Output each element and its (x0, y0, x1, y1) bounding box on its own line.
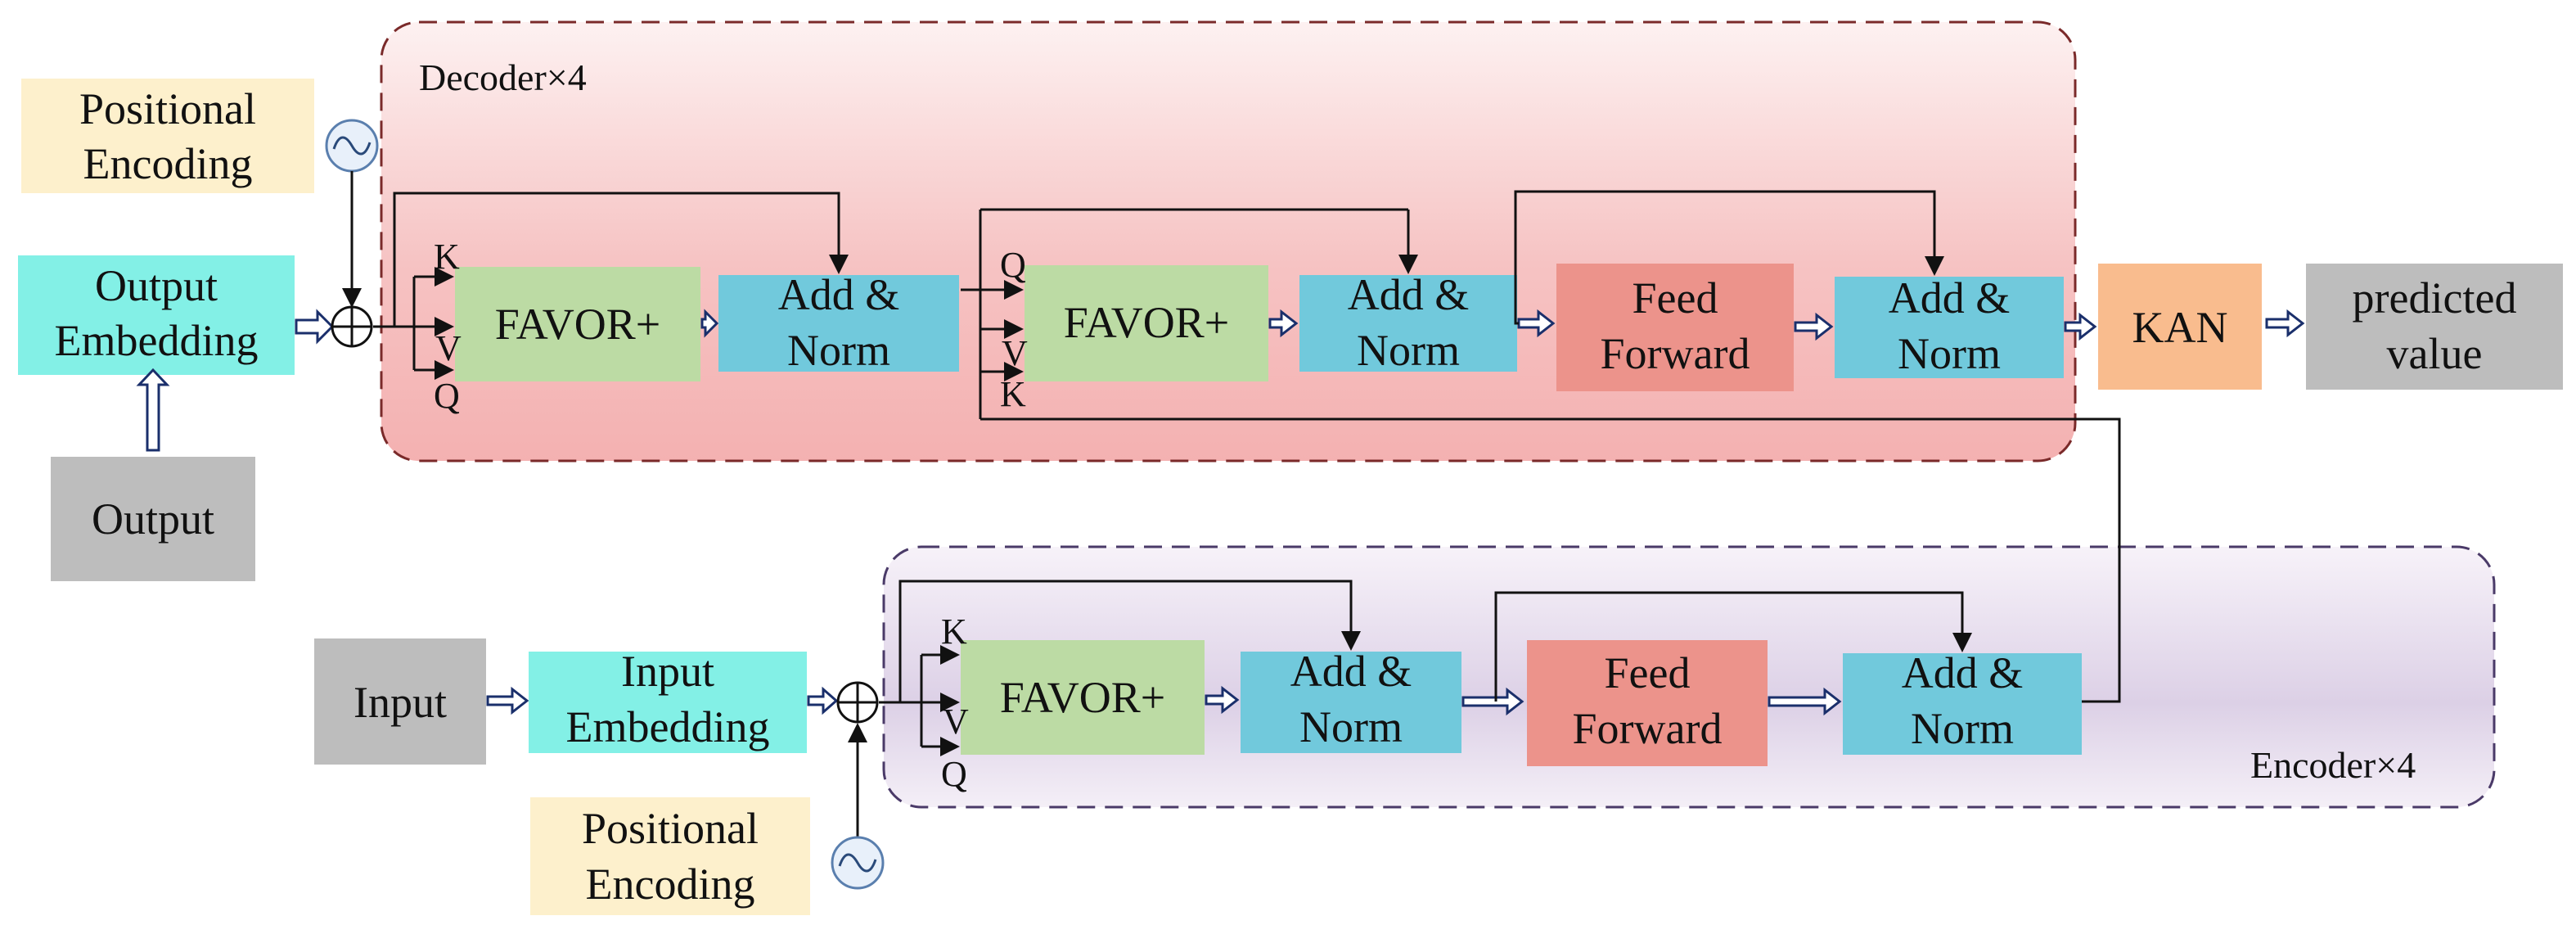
decoder-feed-forward (1556, 264, 1794, 391)
decoder-favor-2-label: FAVOR+ (1064, 298, 1230, 347)
decoder-adder-icon (331, 305, 373, 348)
encoder-positional-encoding-line2: Encoding (586, 860, 755, 909)
predicted-value-line1: predicted (2353, 273, 2517, 323)
input-to-embedding-arrow (486, 686, 529, 715)
encoder-add-norm-1-line2: Norm (1299, 702, 1403, 751)
encoder-feed-forward (1527, 640, 1768, 766)
encoder-adder-icon (836, 681, 879, 724)
decoder-favor-1-label: FAVOR+ (495, 300, 661, 349)
encoder-positional-encoding-line1: Positional (582, 804, 759, 853)
encoder-add-norm-2-line2: Norm (1911, 704, 2014, 753)
encoder-add-norm-1-line1: Add & (1290, 647, 1412, 696)
encoder-add-norm-2-line1: Add & (1902, 648, 2024, 697)
embedding-to-encoder-adder-arrow (807, 686, 839, 715)
output-embedding-line2: Embedding (55, 316, 259, 365)
encoder-ff-to-addnorm2-arrow (1768, 687, 1842, 716)
decoder-add-norm-3 (1835, 277, 2064, 378)
encoder-favor-to-addnorm-arrow (1205, 685, 1240, 715)
decoder-port-v-1: V (435, 328, 462, 368)
decoder-container (380, 20, 2077, 462)
decoder-feed-forward-line2: Forward (1601, 329, 1750, 378)
decoder-to-kan-arrow (2064, 312, 2097, 341)
decoder-add-norm-3-line2: Norm (1898, 329, 2001, 378)
encoder-residual-2 (1494, 591, 1972, 702)
output-embedding-box (18, 255, 295, 375)
decoder-favor-2-input-fan (961, 208, 1418, 419)
encoder-positional-encoding-box (530, 797, 810, 915)
decoder-sine-wave-icon (325, 119, 379, 173)
decoder-add-norm-2-line2: Norm (1357, 326, 1460, 375)
input-embedding-line1: Input (621, 647, 714, 696)
encoder-add-norm-1 (1241, 652, 1461, 753)
input-embedding-line2: Embedding (566, 702, 770, 751)
decoder-add-norm-1 (718, 275, 959, 372)
decoder-residual-3 (1514, 190, 1944, 325)
decoder-port-v-2: V (1002, 333, 1028, 373)
decoder-add-norm-1-line1: Add & (778, 270, 900, 319)
encoder-add-norm-2 (1843, 653, 2082, 755)
predicted-value-box (2306, 264, 2563, 390)
encoder-favor-label: FAVOR+ (1000, 673, 1166, 722)
encoder-port-q: Q (941, 754, 967, 794)
output-to-embedding-arrow (136, 368, 170, 452)
encoder-feed-forward-line1: Feed (1605, 648, 1691, 697)
decoder-add-norm-3-line1: Add & (1889, 273, 2011, 323)
encoder-favor-block (961, 640, 1205, 755)
decoder-add-norm-1-line2: Norm (787, 326, 890, 375)
decoder-add-norm-2 (1299, 275, 1517, 372)
encoder-sine-wave-icon (831, 836, 885, 890)
encoder-residual-1 (898, 580, 1361, 702)
input-embedding-box (529, 652, 807, 753)
predicted-value-line2: value (2387, 329, 2483, 378)
decoder-title: Decoder×4 (419, 56, 587, 98)
output-box (51, 457, 255, 581)
decoder-positional-encoding-line2: Encoding (83, 139, 253, 188)
output-embedding-line1: Output (95, 261, 218, 310)
decoder-favor-block-1 (455, 267, 700, 381)
decoder-port-k-1: K (434, 237, 460, 277)
decoder-ff-to-addnorm3-arrow (1794, 312, 1834, 341)
decoder-port-k-2: K (1000, 374, 1026, 414)
encoder-feed-forward-line2: Forward (1573, 704, 1723, 753)
decoder-add-norm-2-line1: Add & (1348, 270, 1470, 319)
decoder-favor2-to-addnorm-arrow (1268, 309, 1299, 338)
decoder-addnorm2-to-ff-arrow (1517, 309, 1556, 338)
decoder-positional-encoding-line1: Positional (79, 84, 256, 133)
decoder-favor-block-2 (1025, 265, 1268, 381)
decoder-favor1-to-addnorm-arrow (700, 309, 719, 338)
encoder-port-v: V (943, 702, 969, 742)
input-box (314, 638, 486, 765)
embedding-to-adder-arrow (295, 309, 335, 345)
decoder-positional-encoding-box (21, 79, 314, 193)
kan-box (2098, 264, 2262, 390)
encoder-title: Encoder×4 (2250, 744, 2416, 786)
output-label: Output (92, 494, 214, 544)
kan-to-predicted-arrow (2265, 309, 2305, 338)
decoder-port-q-2: Q (1000, 245, 1026, 285)
encoder-port-k: K (941, 611, 967, 652)
encoder-addnorm1-to-ff-arrow (1461, 687, 1524, 716)
decoder-residual-1 (393, 192, 849, 327)
encoder-to-decoder-connection (980, 417, 2121, 703)
input-label: Input (354, 678, 447, 727)
decoder-feed-forward-line1: Feed (1633, 273, 1718, 323)
kan-label: KAN (2132, 303, 2228, 352)
decoder-port-q-1: Q (434, 376, 460, 416)
